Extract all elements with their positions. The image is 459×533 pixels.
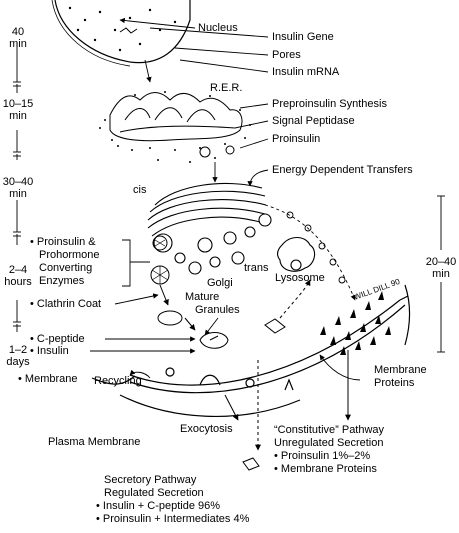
artist-signature: WILL DILL 90 <box>353 277 402 302</box>
secretory-item-2: Proinsulin + Intermediates 4% <box>102 513 250 525</box>
nucleus-label: Nucleus <box>198 22 238 34</box>
plasma-membrane-drawing <box>91 284 411 417</box>
pathway-arrows <box>224 350 351 471</box>
rer-drawing <box>99 91 251 163</box>
constitutive-subtitle: Unregulated Secretion <box>274 437 384 449</box>
golgi-drawing <box>147 182 316 275</box>
rer-label: R.E.R. <box>210 82 243 94</box>
constitutive-title: “Constitutive” Pathway <box>274 424 385 436</box>
recycling-label: Recycling <box>94 375 142 387</box>
constitutive-path <box>264 204 356 301</box>
plasma-membrane-label: Plasma Membrane <box>48 436 141 448</box>
membrane-proteins-label: Membrane Proteins <box>374 364 427 389</box>
nucleus-drawing <box>51 0 191 67</box>
right-time-scale <box>437 195 445 353</box>
membrane-item: • Membrane <box>18 373 78 385</box>
left-leaders <box>90 239 361 381</box>
secretory-pathway-block: Secretory Pathway Regulated Secretion • … <box>96 474 250 525</box>
golgi-label: Golgi <box>207 277 233 289</box>
pores-label: Pores <box>272 49 301 61</box>
preproinsulin-synthesis-label: Preproinsulin Synthesis <box>272 98 387 110</box>
insulin-gene-label: Insulin Gene <box>272 31 334 43</box>
insulin-item: • Insulin <box>30 345 69 357</box>
c-peptide-item: • C-peptide <box>30 333 85 345</box>
constitutive-item-2: Membrane Proteins <box>280 463 377 475</box>
exocytosis-label: Exocytosis <box>180 423 233 435</box>
secretory-title: Secretory Pathway <box>104 474 197 486</box>
proinsulin-label: Proinsulin <box>272 133 321 145</box>
nucleus-leaders <box>119 17 269 83</box>
secretory-item-1: Insulin + C-peptide 96% <box>102 500 221 512</box>
clathrin-coat-item: • Clathrin Coat <box>30 298 102 310</box>
cis-label: cis <box>133 184 147 196</box>
lysosome-label: Lysosome <box>275 272 325 284</box>
secretory-subtitle: Regulated Secretion <box>104 487 204 499</box>
signal-peptidase-label: Signal Peptidase <box>272 115 355 127</box>
left-time-scale <box>13 42 21 332</box>
insulin-mrna-label: Insulin mRNA <box>272 66 340 78</box>
trans-label: trans <box>244 262 269 274</box>
constitutive-item-1: Proinsulin 1%–2% <box>280 450 371 462</box>
mature-granules-label: Mature Granules <box>185 291 240 316</box>
converting-enzymes-item: • Proinsulin & Prohormone Converting Enz… <box>30 236 100 287</box>
rer-leaders <box>212 103 269 187</box>
membrane-protein-spikes <box>320 291 391 355</box>
energy-dependent-transfers-label: Energy Dependent Transfers <box>272 164 413 176</box>
constitutive-pathway-block: “Constitutive” Pathway Unregulated Secre… <box>274 424 385 475</box>
